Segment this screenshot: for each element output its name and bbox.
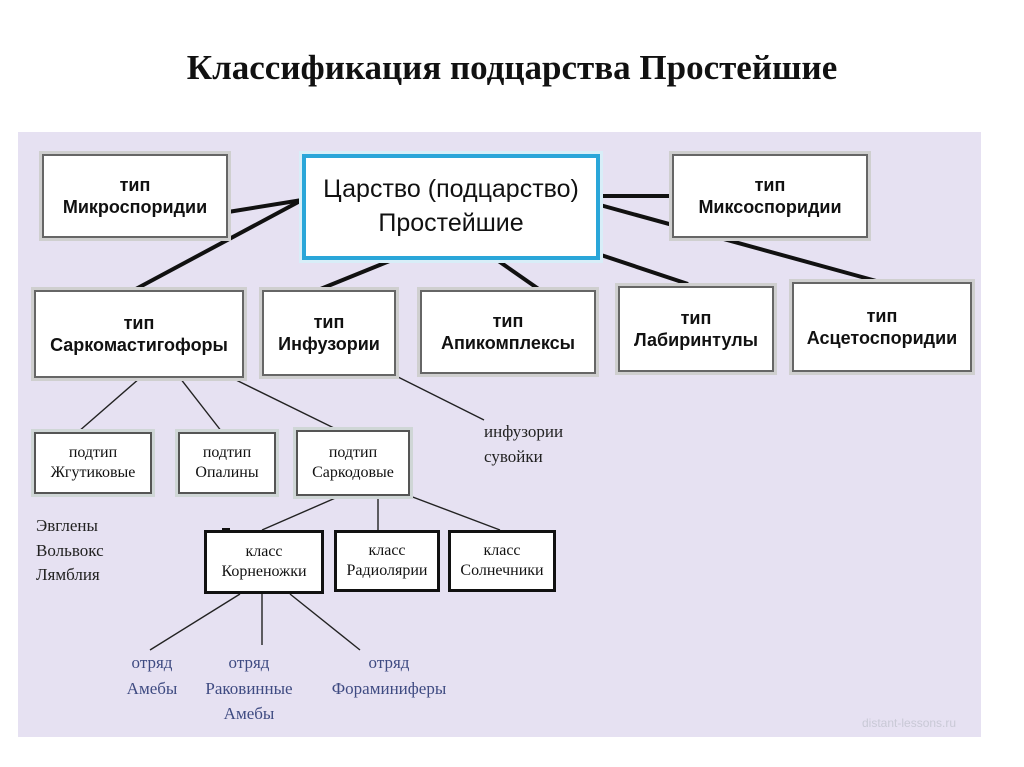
subtype-box-sarkodovye: подтип Саркодовые xyxy=(296,430,410,496)
class-box-radiolyarii: класс Радиолярии xyxy=(334,530,440,592)
connector-infuzorii-examples xyxy=(395,375,485,421)
examples-infuzorii: инфузории сувойки xyxy=(484,420,563,469)
connector-sarko-zhgutikovye xyxy=(77,377,141,433)
connector-root-infuzorii xyxy=(317,258,393,292)
example-infuzorii-0: инфузории xyxy=(484,422,564,441)
connector-root-labirintuly xyxy=(597,252,689,286)
class-name-radiolyarii: Радиолярии xyxy=(346,562,428,579)
root-box: Царство (подцарство) Простейшие xyxy=(302,154,600,260)
class-box-solnechniki: класс Солнечники xyxy=(448,530,556,592)
type-name-labirintuly: Лабиринтулы xyxy=(633,330,759,350)
connector-root-mikrosporidii xyxy=(227,198,303,214)
order-name2-rakovinnye: Амебы xyxy=(223,704,275,723)
subtype-rank-sarkodovye: подтип xyxy=(328,444,378,461)
order-name-ameby: Амебы xyxy=(126,678,178,698)
subtype-box-zhgutikovye: подтип Жгутиковые xyxy=(34,432,152,494)
connector-root-sarkomastigofory xyxy=(133,198,303,292)
type-name-sarkomastigofory: Саркомастигофоры xyxy=(50,335,228,355)
example-zhgutikovye-0: Эвглены xyxy=(36,516,98,535)
slide-title: Классификация подцарства Простейшие xyxy=(186,48,838,87)
subtype-rank-zhgutikovye: подтип xyxy=(68,444,118,461)
order-rank-rakovinnye: отряд xyxy=(228,653,270,672)
order-rakovinnye: отряд Раковинные Амебы xyxy=(194,650,304,727)
class-name-solnechniki: Солнечники xyxy=(460,562,544,579)
connector-korneno-ameby xyxy=(149,593,241,651)
type-rank-apikompleksy: тип xyxy=(492,310,524,331)
type-name-mikrosporidii: Микроспоридии xyxy=(62,197,208,217)
type-name-apikompleksy: Апикомплексы xyxy=(440,333,575,353)
order-ameby: отряд Амебы xyxy=(112,650,192,701)
type-rank-mikrosporidii: тип xyxy=(119,174,151,195)
order-rank-foraminifery: отряд xyxy=(368,653,410,672)
type-rank-infuzorii: тип xyxy=(313,311,345,332)
type-rank-labirintuly: тип xyxy=(680,307,712,328)
type-rank-ascetosporidii: тип xyxy=(866,305,898,326)
class-rank-solnechniki: класс xyxy=(483,542,521,559)
connector-sarko-sarkodovye xyxy=(231,377,339,431)
connector-root-ascetosporidii xyxy=(599,203,881,284)
order-name-rakovinnye: Раковинные xyxy=(205,678,293,698)
type-box-miksosporidii: тип Миксоспоридии xyxy=(672,154,868,238)
order-name-foraminifery: Фораминиферы xyxy=(331,678,447,698)
type-name-infuzorii: Инфузории xyxy=(278,334,380,354)
type-rank-miksosporidii: тип xyxy=(754,174,786,195)
type-box-labirintuly: тип Лабиринтулы xyxy=(618,286,774,372)
root-line2: Простейшие xyxy=(378,209,524,237)
connector-korneno-foraminifery xyxy=(289,593,361,651)
subtype-rank-opaliny: подтип xyxy=(202,444,252,461)
class-rank-korneno: класс xyxy=(245,543,283,560)
type-box-infuzorii: тип Инфузории xyxy=(262,290,396,376)
subtype-name-sarkodovye: Саркодовые xyxy=(312,464,394,481)
examples-zhgutikovye: Эвглены Вольвокс Лямблия xyxy=(36,514,104,588)
connector-sarko-opaliny xyxy=(179,377,223,433)
type-box-mikrosporidii: тип Микроспоридии xyxy=(42,154,228,238)
connector-root-apikompleksy xyxy=(495,258,542,292)
type-box-ascetosporidii: тип Асцетоспоридии xyxy=(792,282,972,372)
example-zhgutikovye-2: Лямблия xyxy=(36,565,100,585)
subtype-name-opaliny: Опалины xyxy=(195,464,259,481)
type-name-miksosporidii: Миксоспоридии xyxy=(698,197,842,217)
type-rank-sarkomastigofory: тип xyxy=(123,312,155,333)
watermark: distant-lessons.ru xyxy=(862,716,957,730)
order-foraminifery: отряд Фораминиферы xyxy=(316,650,462,701)
root-line1: Царство (подцарство) xyxy=(323,175,579,204)
subtype-name-zhgutikovye: Жгутиковые xyxy=(50,464,136,481)
connector-sarkodovye-korneno xyxy=(261,495,341,531)
connector-sarkodovye-solnechniki xyxy=(409,495,501,531)
order-rank-ameby: отряд xyxy=(131,653,173,672)
type-box-apikompleksy: тип Апикомплексы xyxy=(420,290,596,374)
class-name-korneno: Корненожки xyxy=(221,563,307,580)
class-rank-radiolyarii: класс xyxy=(368,542,406,559)
type-name-ascetosporidii: Асцетоспоридии xyxy=(806,328,958,348)
example-zhgutikovye-1: Вольвокс xyxy=(36,540,104,560)
type-box-sarkomastigofory: тип Саркомастигофоры xyxy=(34,290,244,378)
class-box-korneno: класс Корненожки xyxy=(204,530,324,594)
example-infuzorii-1: сувойки xyxy=(484,446,543,466)
subtype-box-opaliny: подтип Опалины xyxy=(178,432,276,494)
